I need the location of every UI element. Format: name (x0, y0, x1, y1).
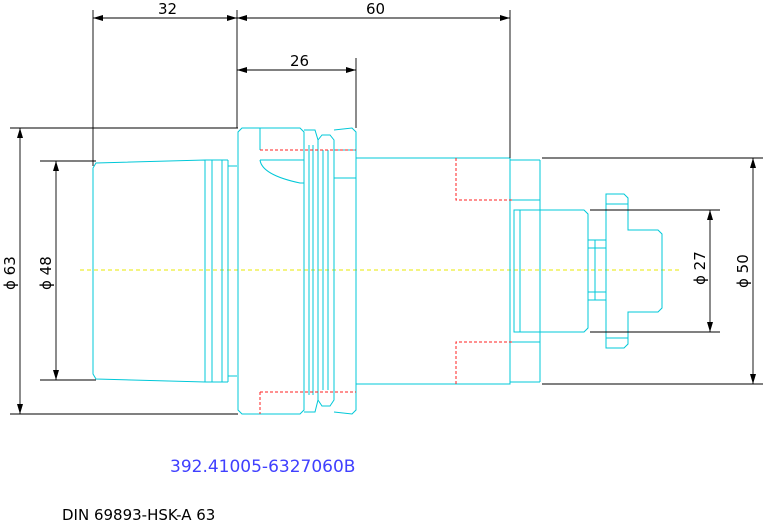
dimension-dia-48-label: ϕ 48 (37, 256, 55, 290)
dimension-dia-27-label: ϕ 27 (691, 251, 709, 285)
dimension-26-label: 26 (290, 52, 309, 70)
hidden-lines (259, 149, 514, 414)
dimension-32: 32 (92, 0, 238, 166)
part-outline (92, 127, 663, 415)
dimension-dia-63: ϕ 63 (1, 127, 238, 415)
dimension-dia-63-label: ϕ 63 (1, 256, 19, 290)
dimension-32-label: 32 (158, 0, 177, 18)
dimension-dia-50: ϕ 50 (542, 157, 763, 385)
dimension-60: 60 (237, 0, 511, 158)
dimension-dia-48: ϕ 48 (37, 160, 96, 381)
dimension-dia-50-label: ϕ 50 (734, 254, 752, 288)
dimension-60-label: 60 (366, 0, 385, 18)
part-number: 392.41005-6327060B (170, 457, 355, 477)
dimension-26: 26 (237, 52, 357, 128)
dimension-dia-27: ϕ 27 (590, 209, 720, 333)
standard-designation: DIN 69893-HSK-A 63 (62, 506, 215, 523)
